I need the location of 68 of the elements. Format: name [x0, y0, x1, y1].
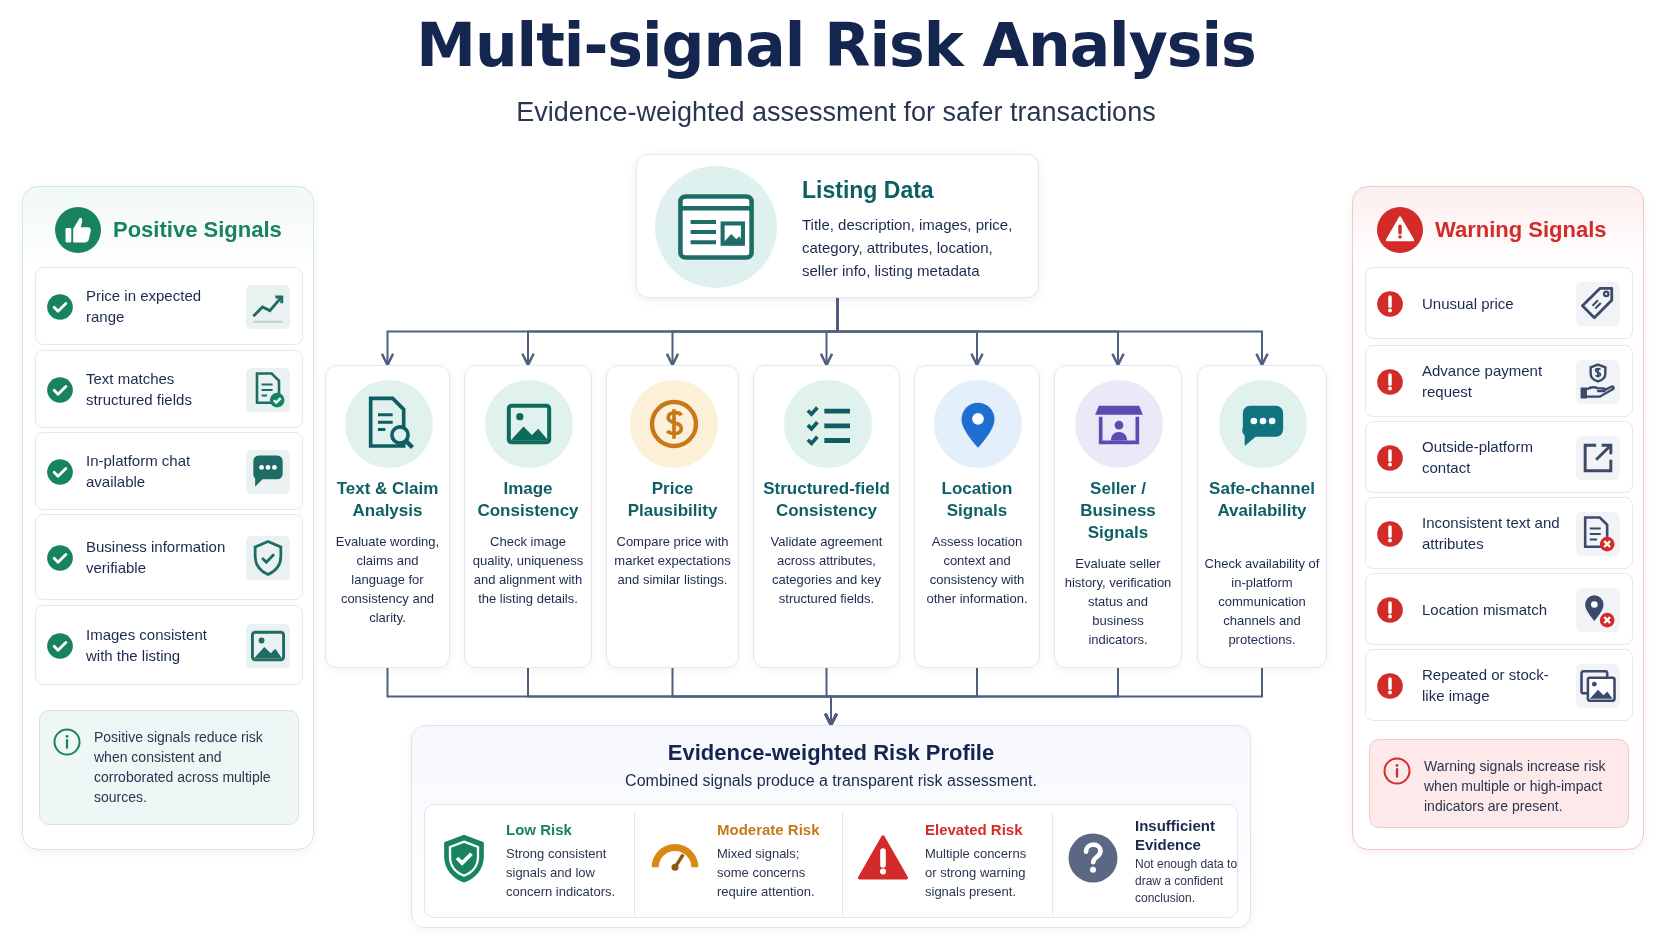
card-heading: Location Signals: [940, 478, 1014, 522]
risk-level-heading: Low Risk: [506, 820, 573, 839]
panel-heading: Positive Signals: [113, 217, 282, 243]
signal-text: Business information verifiable: [86, 537, 227, 578]
signal-text: Images consistent with the listing: [86, 625, 208, 666]
card-heading: Image Consistency: [476, 478, 580, 522]
analysis-card: [753, 365, 900, 668]
risk-level-description: Strong consistent signals and low concern indicators.: [506, 845, 617, 901]
card-heading: Safe-channel Availability: [1208, 478, 1316, 522]
source-card: [636, 154, 1039, 298]
card-heading: Text & Claim Analysis: [335, 478, 440, 522]
card-description: Validate agreement across attributes, categories and key structured fields.: [769, 533, 884, 608]
analysis-card: [606, 365, 739, 668]
signal-card: [35, 514, 303, 600]
risk-level-heading: Moderate Risk: [717, 820, 821, 839]
signal-card: [35, 267, 303, 345]
panel-subheading: Combined signals produce a transparent risk assessment.: [624, 772, 1038, 790]
analysis-card: [1197, 365, 1327, 668]
node-description: Title, description, images, price, category, attributes, location, seller info, listing metadata: [802, 215, 1014, 281]
signal-text: Advance payment request: [1422, 361, 1544, 402]
signal-card: [35, 605, 303, 685]
note-text: Warning signals increase risk when multiple or high-impact indicators are present.: [1424, 757, 1607, 816]
signals-panel: [1352, 186, 1644, 850]
analysis-card: [464, 365, 592, 668]
title: Multi-signal Risk Analysis: [415, 10, 1257, 80]
signal-text: Unusual price: [1422, 293, 1515, 314]
card-description: Check availability of in-platform communication channels and protections.: [1204, 555, 1320, 649]
risk-level-heading: Insufficient Evidence: [1135, 816, 1216, 854]
signal-card: [35, 350, 303, 428]
signal-card: [1365, 421, 1633, 493]
signal-card: [1365, 267, 1633, 339]
result-panel: [411, 725, 1251, 928]
info-note: [1369, 739, 1629, 828]
signal-text: In-platform chat available: [86, 451, 192, 492]
card-description: Evaluate wording, claims and language for consistency and clarity.: [334, 533, 441, 627]
panel-heading: Evidence-weighted Risk Profile: [666, 740, 996, 766]
signal-text: Inconsistent text and attributes: [1422, 513, 1561, 554]
note-text: Positive signals reduce risk when consistent and corroborated across multiple sources.: [94, 728, 272, 807]
card-description: Check image quality, uniqueness and alignment with the listing details.: [471, 533, 585, 608]
signal-card: [35, 432, 303, 510]
analysis-card: [325, 365, 450, 668]
card-heading: Structured-field Consistency: [762, 478, 891, 522]
signal-card: [1365, 573, 1633, 645]
signal-card: [1365, 497, 1633, 569]
signal-card: [1365, 649, 1633, 721]
risk-level-description: Not enough data to draw a confident conclusion.: [1135, 856, 1239, 907]
analysis-card: [1054, 365, 1182, 668]
signals-panel: [22, 186, 314, 850]
card-description: Assess location context and consistency with other information.: [925, 533, 1029, 608]
info-note: [39, 710, 299, 825]
signal-text: Repeated or stock-like image: [1422, 665, 1550, 706]
signal-text: Price in expected range: [86, 286, 203, 327]
analysis-card: [914, 365, 1040, 668]
risk-level-description: Multiple concerns or strong warning signals present.: [925, 845, 1028, 901]
node-heading: Listing Data: [802, 177, 934, 204]
subtitle: Evidence-weighted assessment for safer transactions: [515, 97, 1157, 128]
card-heading: Seller / Business Signals: [1079, 478, 1157, 544]
card-description: Evaluate seller history, verification status and business indicators.: [1063, 555, 1173, 649]
risk-level-heading: Elevated Risk: [925, 820, 1024, 839]
card-heading: Price Plausibility: [626, 478, 719, 522]
signal-text: Text matches structured fields: [86, 369, 193, 410]
panel-heading: Warning Signals: [1435, 217, 1607, 243]
signal-text: Outside-platform contact: [1422, 437, 1534, 478]
risk-level-description: Mixed signals; some concerns require attention.: [717, 845, 816, 901]
signal-card: [1365, 345, 1633, 417]
arrow: [824, 667, 1263, 727]
signal-text: Location mismatch: [1422, 599, 1549, 620]
card-description: Compare price with market expectations and similar listings.: [613, 533, 732, 589]
